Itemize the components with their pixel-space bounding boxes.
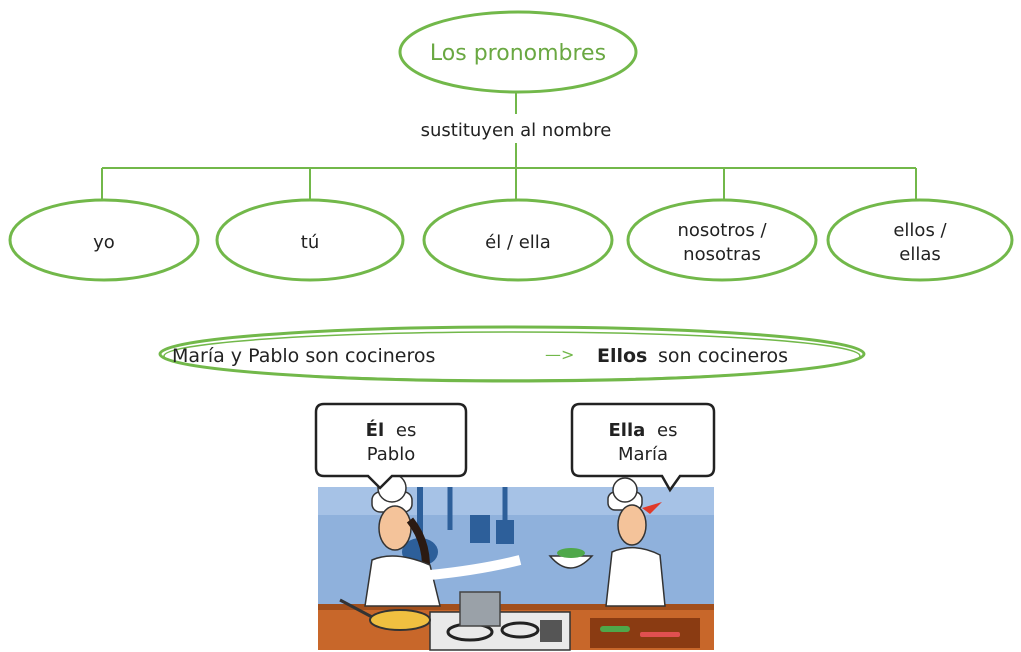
bubble-left-rest: es	[396, 420, 416, 441]
pronoun-label: nosotros /	[677, 220, 767, 241]
bubble-right-bold: Ella	[609, 420, 646, 441]
bubble-left-bold: Él	[366, 419, 384, 441]
connector-label: sustituyen al nombre	[421, 120, 612, 141]
example-arrow: —>	[545, 345, 574, 364]
pronoun-el-ella: él / ella	[422, 198, 614, 282]
pronoun-label: ellas	[899, 244, 940, 265]
example-after-bold: Ellos	[597, 345, 647, 367]
pronoun-ellos: ellos / ellas	[826, 198, 1014, 282]
bubble-left-line2: Pablo	[367, 444, 416, 465]
pronoun-label: yo	[93, 232, 115, 253]
svg-text:Ella es: Ella es	[609, 420, 678, 441]
pronoun-label: ellos /	[893, 220, 947, 241]
svg-text:Él es: Él es	[366, 419, 417, 441]
example-after-rest: son cocineros	[658, 345, 788, 367]
pronoun-yo: yo	[8, 198, 200, 282]
pronoun-tu: tú	[215, 198, 405, 282]
example-node: María y Pablo son cocineros —> Ellos son…	[158, 325, 866, 383]
speech-bubble-left: Él es Pablo	[314, 402, 468, 490]
speech-bubble-right: Ella es María	[570, 402, 716, 493]
title-text: Los pronombres	[430, 41, 606, 66]
example-before: María y Pablo son cocineros	[172, 345, 435, 367]
pronoun-label: nosotras	[683, 244, 761, 265]
pronoun-nosotros: nosotros / nosotras	[626, 198, 818, 282]
pronoun-label: él / ella	[485, 232, 551, 253]
title-node: Los pronombres	[398, 10, 638, 94]
bubble-right-line2: María	[618, 444, 668, 465]
bubble-right-rest: es	[657, 420, 677, 441]
pronoun-label: tú	[301, 232, 319, 253]
chefs-illustration	[318, 473, 714, 651]
